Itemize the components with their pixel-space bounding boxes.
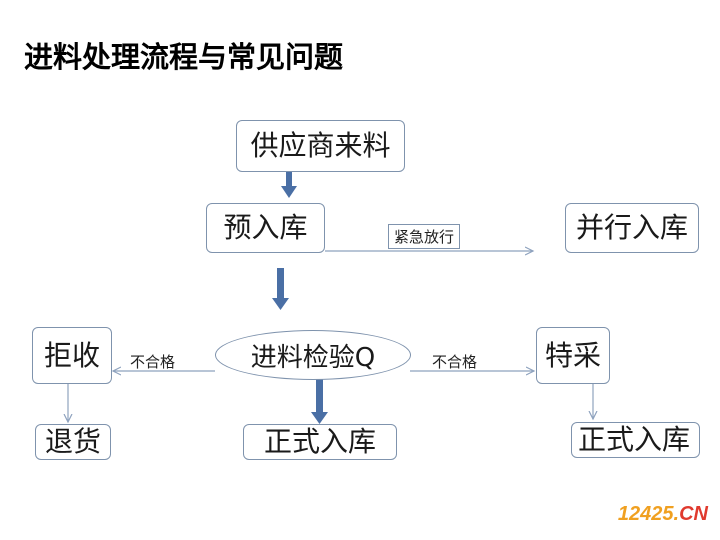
node-supplier: 供应商来料 [236,120,405,172]
arrow-prestorage-to-qc [272,268,289,310]
node-parallel-storage: 并行入库 [565,203,699,253]
node-formal-storage-right: 正式入库 [571,422,700,458]
watermark-logo: 12425.CN [618,503,708,526]
watermark-suffix: CN [679,503,708,525]
node-return-goods: 退货 [35,424,111,460]
node-pre-storage: 预入库 [206,203,325,253]
label-urgent-release: 紧急放行 [388,224,461,249]
arrow-supplier-to-prestorage [281,170,297,198]
node-reject: 拒收 [32,327,112,384]
watermark-number: 12425 [617,503,674,525]
page-title: 进料处理流程与常见问题 [24,40,344,74]
watermark-dot: . [673,503,680,525]
label-unqualified-left: 不合格 [130,353,176,371]
arrow-qc-to-formal-storage [311,378,328,424]
label-unqualified-right: 不合格 [432,353,478,371]
node-formal-storage-center: 正式入库 [243,424,397,460]
node-special: 特采 [536,327,610,384]
node-incoming-qc: 进料检验Q [215,330,411,380]
